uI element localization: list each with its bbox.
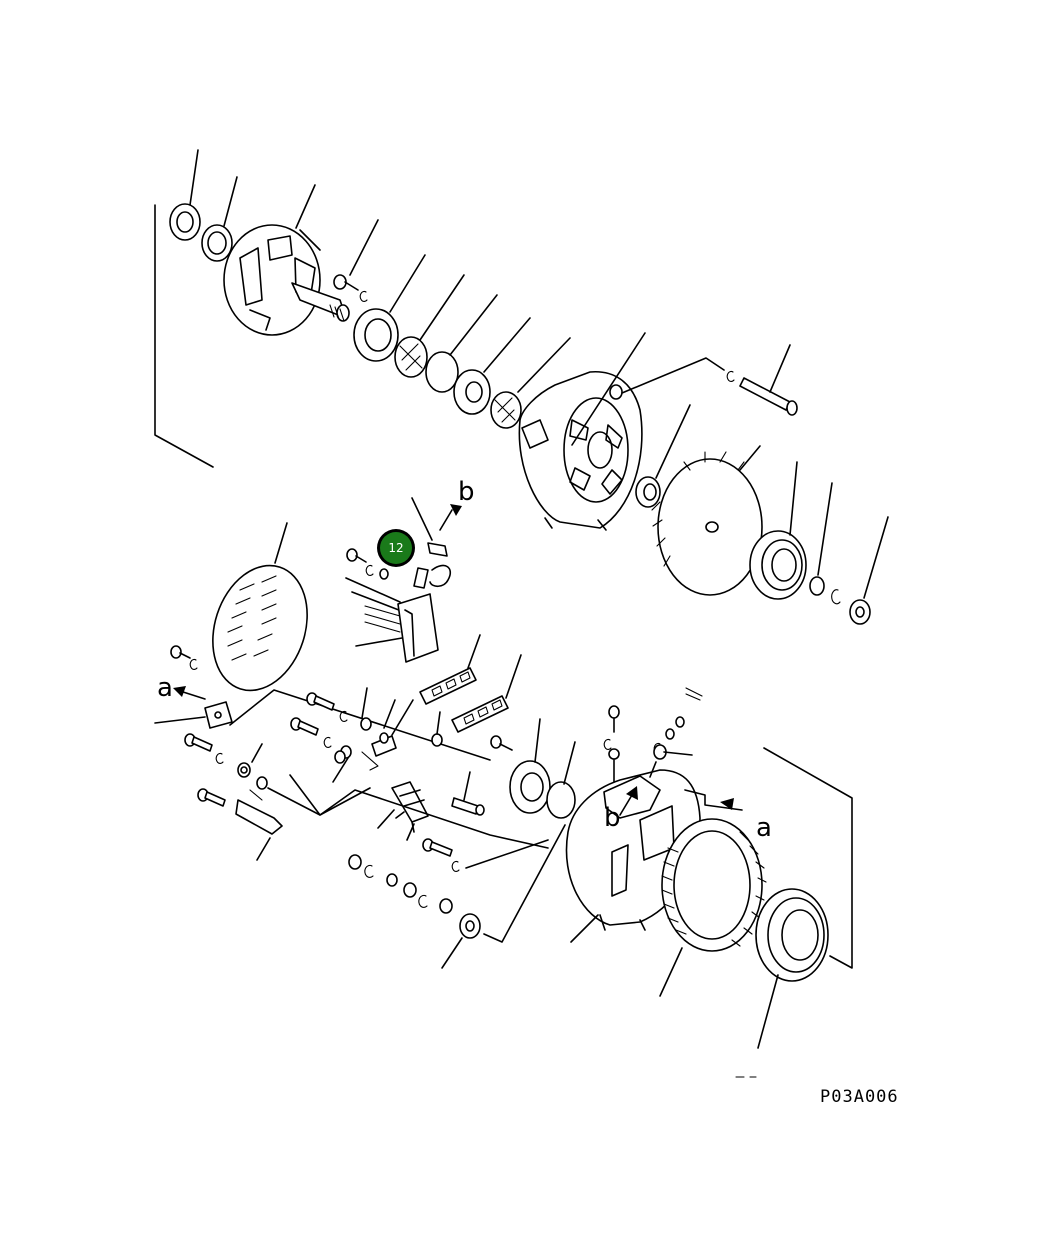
- bearing-cover-lower: [490, 718, 551, 814]
- ref-letter-a-right: a: [756, 813, 772, 843]
- terminal-clip: [411, 497, 452, 588]
- bolt-cover: [170, 645, 198, 670]
- ref-letter-b-lower: b: [604, 803, 621, 833]
- bearing-retainer: [353, 254, 426, 362]
- stator-coil: [659, 818, 767, 997]
- bolts-mid-left: [290, 687, 443, 771]
- pulley-top: [749, 461, 807, 600]
- washer-small-right: [809, 482, 841, 605]
- callout-number: 12: [388, 541, 403, 555]
- bolts-lower-left: [184, 733, 349, 783]
- nut-top: [169, 149, 201, 241]
- arrow-a-right: a: [684, 789, 772, 843]
- terminal-plate-lower: [451, 654, 522, 733]
- screws-regulator: [346, 548, 429, 589]
- front-housing: [518, 332, 646, 531]
- rotor-pole-piece: [223, 184, 321, 336]
- arrow-b-lower: b: [604, 786, 638, 833]
- rear-cover-plate: [212, 522, 308, 692]
- washer-top: [201, 176, 238, 262]
- ref-letter-b-top: b: [458, 477, 475, 507]
- bolt-small-top: [333, 219, 379, 302]
- regulator-assembly: [345, 577, 439, 663]
- arrow-b-top: b: [439, 477, 475, 531]
- bracket-line-right: [763, 747, 853, 969]
- spacer-collar: [453, 317, 531, 415]
- bolt-top-right: [621, 344, 798, 416]
- spacer-small-mid: [635, 404, 691, 508]
- wire-lines-middle: [289, 774, 549, 849]
- arrow-a-left: a: [154, 673, 491, 761]
- bolt-bracket-lower: [197, 776, 371, 861]
- bolt-center: [451, 771, 485, 816]
- nut-right: [849, 516, 889, 625]
- drawing-code: P03A006: [820, 1087, 899, 1107]
- bearing-front: [394, 274, 465, 378]
- ref-letter-a-left: a: [157, 673, 173, 703]
- o-ring-lower: [546, 741, 576, 819]
- nut-washer-row: [348, 824, 566, 969]
- rotor-shaft: [291, 282, 350, 322]
- o-ring-top: [425, 294, 498, 393]
- terminal-plate-upper: [419, 634, 481, 705]
- pulley-lower: [755, 888, 829, 1049]
- bracket-line-top-left: [154, 204, 214, 468]
- bearing-rear: [490, 337, 571, 429]
- small-parts-stack: [603, 687, 703, 783]
- fan-disc: [651, 445, 763, 596]
- drawing-code-block: P03A006: [735, 1076, 899, 1107]
- callout-balloon-12[interactable]: 12: [377, 529, 415, 567]
